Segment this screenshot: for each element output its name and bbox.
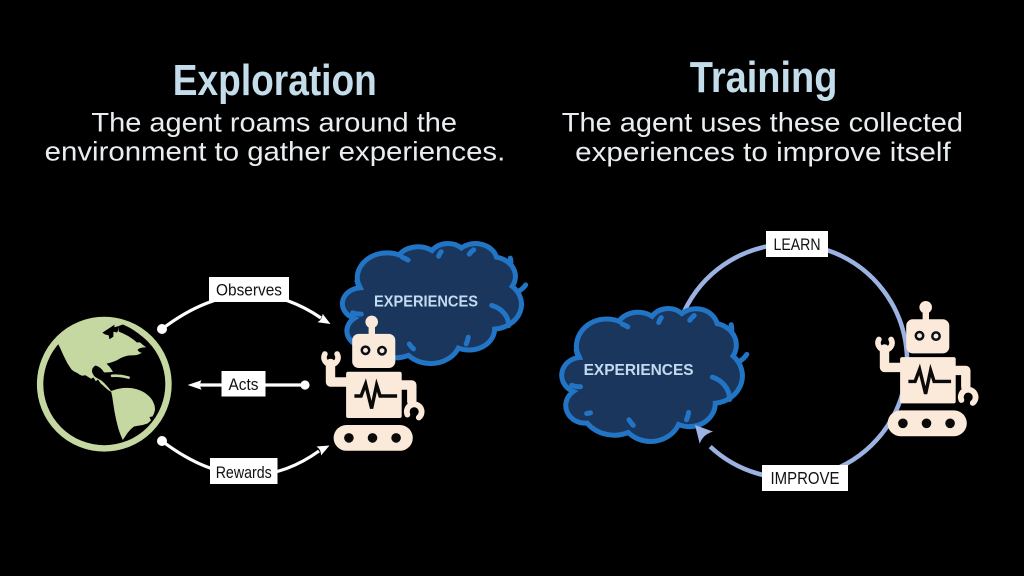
svg-text:The agent uses these collected: The agent uses these collected <box>562 108 963 138</box>
svg-text:IMPROVE: IMPROVE <box>771 468 840 488</box>
svg-text:Rewards: Rewards <box>216 463 272 482</box>
svg-text:EXPERIENCES: EXPERIENCES <box>374 294 478 311</box>
svg-text:Observes: Observes <box>216 281 282 300</box>
svg-text:Exploration: Exploration <box>173 56 377 105</box>
svg-text:Training: Training <box>690 53 838 102</box>
svg-text:Acts: Acts <box>229 375 259 394</box>
svg-text:LEARN: LEARN <box>774 235 821 254</box>
svg-text:experiences to improve itself: experiences to improve itself <box>575 137 951 167</box>
svg-text:The agent roams around the: The agent roams around the <box>91 108 457 138</box>
svg-text:EXPERIENCES: EXPERIENCES <box>584 362 694 379</box>
svg-text:environment to gather experien: environment to gather experiences. <box>45 137 506 167</box>
